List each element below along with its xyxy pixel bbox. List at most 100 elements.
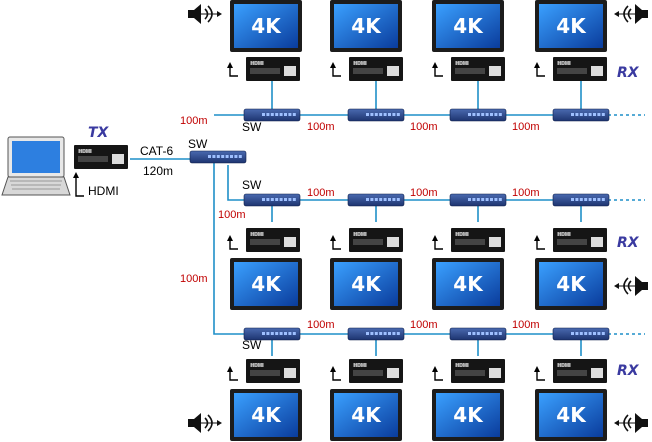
display-top-3: 4K — [432, 0, 504, 52]
switch-r3-c4 — [552, 327, 610, 341]
display-middle-4: 4K — [535, 258, 607, 310]
switch-label-middle: SW — [242, 178, 262, 192]
audio-arrow-path — [536, 370, 545, 381]
switch-port — [472, 198, 476, 201]
extender-port — [489, 66, 501, 76]
audio-arrow-middle — [227, 235, 238, 250]
audio-arrow-bottom — [534, 366, 545, 381]
distance-label: 100m — [410, 187, 438, 199]
switch-port — [396, 113, 400, 116]
switch-port — [379, 332, 383, 335]
audio-arrow-bottom — [227, 366, 238, 381]
speaker-cone — [635, 276, 648, 296]
laptop-screen — [12, 141, 60, 173]
switch-port — [212, 155, 216, 158]
extender-port — [112, 154, 124, 164]
display-top-4: 4K — [535, 0, 607, 52]
extender-logo-plate — [557, 61, 571, 65]
tv-screen — [539, 262, 603, 306]
speaker-arrow-head — [217, 11, 222, 17]
tx-extender: HDMI — [74, 145, 128, 169]
extender-port — [387, 237, 399, 247]
distance-label: 100m — [180, 273, 208, 285]
switch-port — [383, 332, 387, 335]
switch-port — [498, 198, 502, 201]
speaker-cone — [635, 413, 648, 433]
audio-arrow-head — [534, 235, 540, 241]
extender-port — [284, 237, 296, 247]
switch-port — [379, 113, 383, 116]
switch-port — [468, 198, 471, 201]
distance-label: 100m — [307, 319, 335, 331]
switch-port — [485, 198, 489, 201]
switch-port — [270, 113, 274, 116]
receiver-middle-4: HDMI — [553, 228, 607, 252]
switch-port — [579, 198, 583, 201]
switch-port — [498, 113, 502, 116]
switch-r3-c1 — [243, 327, 301, 341]
extender-panel — [557, 239, 587, 245]
extender-logo-plate — [250, 363, 264, 367]
audio-arrow-head — [432, 62, 438, 68]
tv-screen — [436, 262, 500, 306]
switch-port — [370, 113, 374, 116]
extender-logo-plate — [455, 232, 469, 236]
switch-port — [571, 198, 574, 201]
audio-arrow-path — [332, 239, 341, 250]
audio-arrow-head — [432, 235, 438, 241]
audio-arrow-top — [227, 62, 238, 77]
tx-label: TX — [88, 125, 110, 141]
switch-port — [494, 113, 498, 116]
branch-middle — [227, 165, 244, 201]
hdmi-arrow-head — [73, 172, 79, 178]
tv-4k-label: 4K — [251, 272, 282, 296]
extender-logo-text: HDMI — [456, 363, 469, 369]
display-bottom-3: 4K — [432, 389, 504, 441]
extender-logo-text: HDMI — [456, 61, 469, 67]
tv-4k-label: 4K — [556, 272, 587, 296]
receiver-bottom-4: HDMI — [553, 359, 607, 383]
audio-arrow-bottom — [330, 366, 341, 381]
switch-port — [468, 332, 471, 335]
distance-label: 100m — [410, 319, 438, 331]
extender-logo-text: HDMI — [558, 363, 571, 369]
audio-arrow-middle — [534, 235, 545, 250]
audio-arrow-head — [330, 62, 336, 68]
display-middle-3: 4K — [432, 258, 504, 310]
laptop — [1, 136, 71, 196]
audio-arrow-head — [227, 235, 233, 241]
extender-panel — [78, 156, 108, 162]
audio-arrow-top — [330, 62, 341, 77]
audio-arrow-head — [227, 366, 233, 372]
receiver-middle-1: HDMI — [246, 228, 300, 252]
switch-port — [262, 113, 265, 116]
audio-arrow-path — [332, 66, 341, 77]
audio-arrow-middle — [330, 235, 341, 250]
switch-r2-c2 — [347, 193, 405, 207]
audio-arrow-middle — [432, 235, 443, 250]
switch-port — [379, 198, 383, 201]
switch-port — [230, 155, 233, 158]
extender-logo-text: HDMI — [79, 149, 92, 155]
audio-arrow-head — [330, 366, 336, 372]
extender-logo-text: HDMI — [354, 232, 367, 238]
switch-port — [225, 155, 229, 158]
receiver-top-4: HDMI — [553, 57, 607, 81]
tv-4k-label: 4K — [351, 272, 382, 296]
switch-port — [597, 198, 601, 201]
cable-length-label: 120m — [143, 164, 173, 178]
switch-port — [383, 113, 387, 116]
switch-port — [374, 332, 378, 335]
switch-port — [288, 332, 292, 335]
rx-label-middle: RX — [617, 235, 640, 251]
switch-port — [292, 198, 296, 201]
extender-logo-plate — [455, 61, 469, 65]
audio-arrow-path — [229, 66, 238, 77]
receiver-top-1: HDMI — [246, 57, 300, 81]
switch-port — [266, 198, 270, 201]
extender-port — [591, 66, 603, 76]
tv-4k-label: 4K — [251, 14, 282, 38]
speaker-cone — [188, 413, 201, 433]
switch-r1-c1 — [243, 108, 301, 122]
